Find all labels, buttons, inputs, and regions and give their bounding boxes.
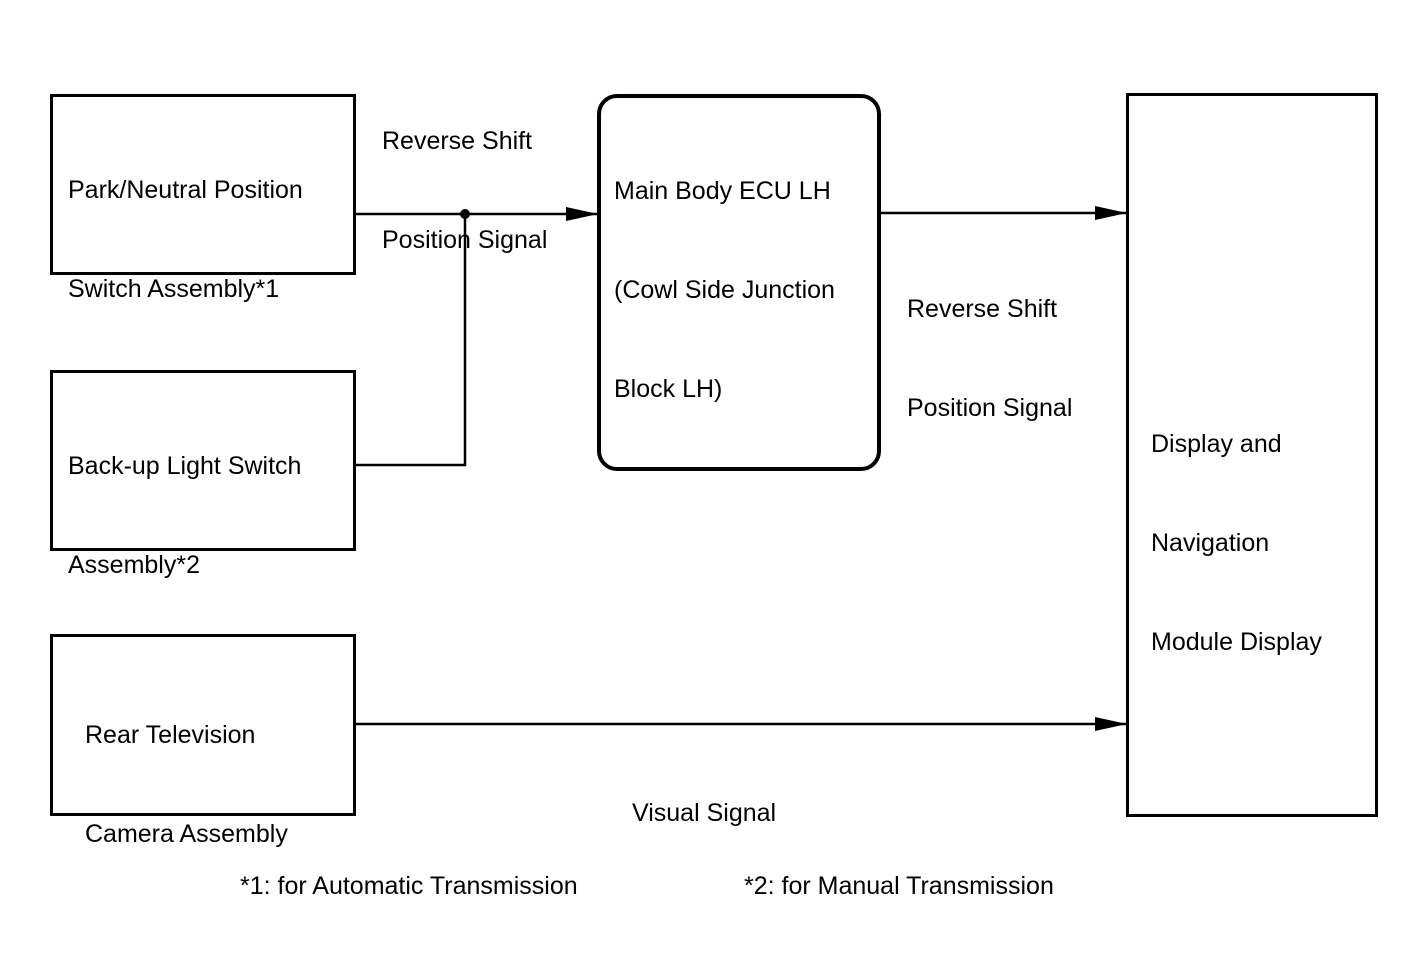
backup-light-switch-block (50, 370, 356, 551)
park-neutral-switch-label: Park/Neutral Position Switch Assembly*1 (68, 176, 303, 303)
backup-light-switch-label: Back-up Light Switch Assembly*2 (68, 452, 302, 579)
park-neutral-switch-block (50, 94, 356, 275)
junction-dot (460, 209, 470, 219)
rear-camera-block (50, 634, 356, 816)
display-navigation-label: Display and Navigation Module Display (1151, 430, 1322, 656)
display-navigation-block (1126, 93, 1378, 817)
reverse-shift-signal-label-output: Reverse Shift Position Signal (907, 295, 1073, 422)
main-body-ecu-label: Main Body ECU LH (Cowl Side Junction Blo… (614, 177, 835, 403)
footnote-manual-transmission: *2: for Manual Transmission (744, 872, 1054, 900)
visual-signal-label: Visual Signal (632, 799, 777, 827)
main-body-ecu-block (597, 94, 881, 471)
footnote-automatic-transmission: *1: for Automatic Transmission (240, 872, 578, 900)
wire-backup-to-junction (355, 214, 467, 467)
rear-camera-label: Rear Television Camera Assembly (85, 721, 288, 848)
reverse-shift-signal-label-input: Reverse Shift Position Signal (382, 127, 548, 254)
